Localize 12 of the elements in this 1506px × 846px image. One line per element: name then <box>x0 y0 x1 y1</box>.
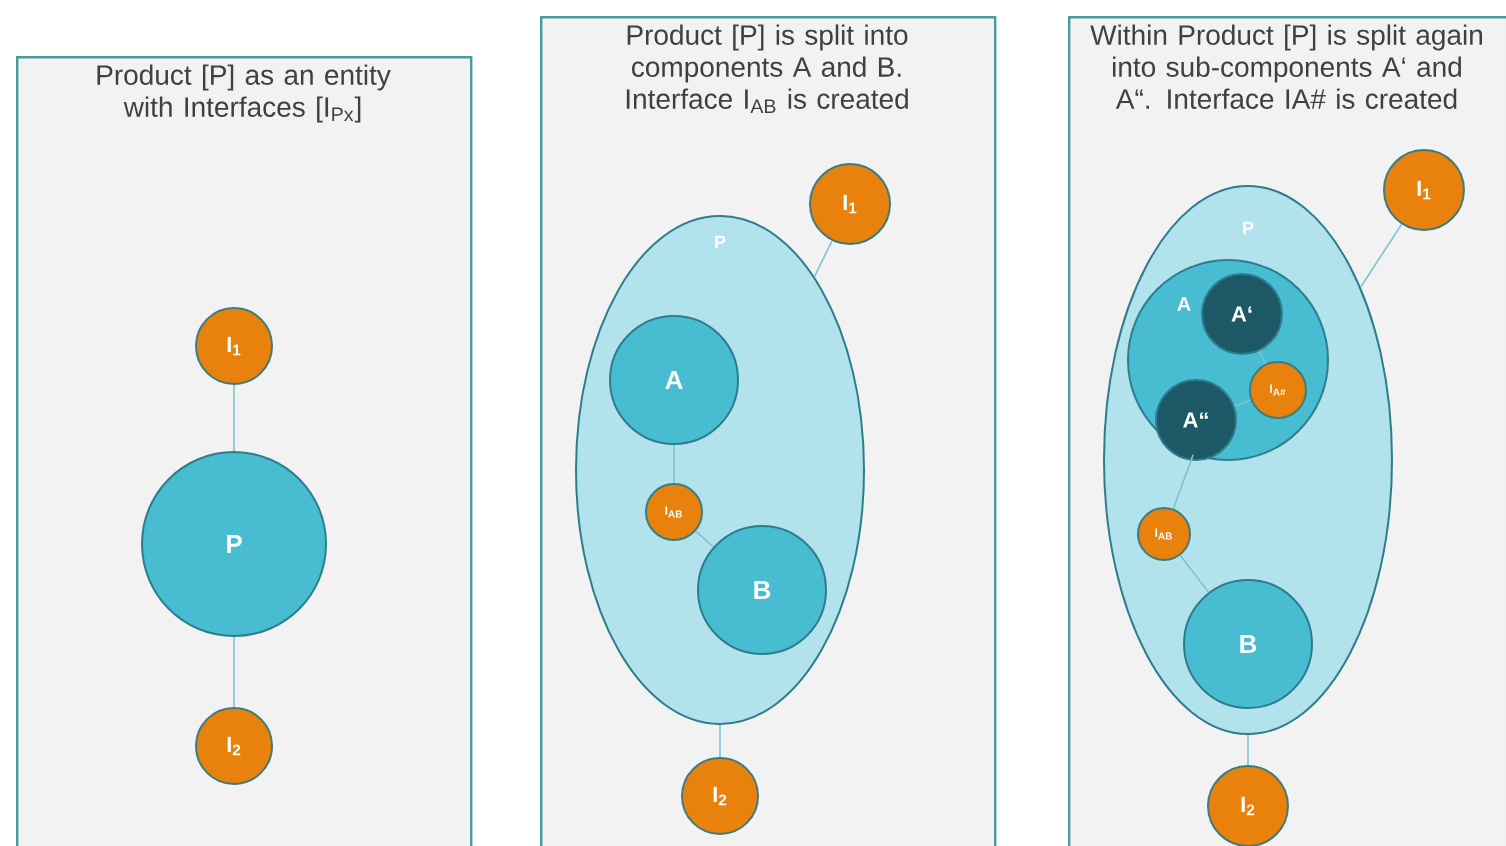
connector-line <box>813 240 833 278</box>
connector-line <box>1172 453 1194 510</box>
connector-line <box>1359 223 1403 288</box>
connector-line <box>233 384 235 452</box>
connector-line <box>1247 734 1249 766</box>
connector-line <box>719 724 721 758</box>
connector-line <box>1233 399 1252 407</box>
connector-line <box>1258 350 1267 365</box>
connector-line <box>673 444 675 484</box>
connector-line <box>233 636 235 708</box>
connector-line <box>694 530 715 548</box>
connector-line <box>1179 554 1210 594</box>
